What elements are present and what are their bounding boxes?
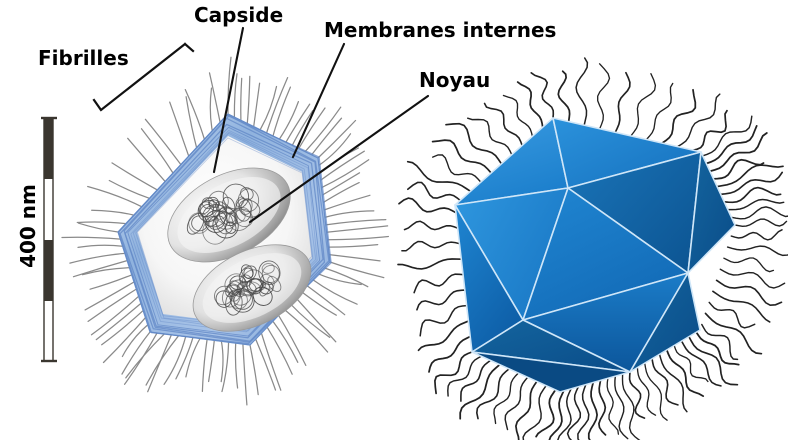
left-particle-nuclei <box>167 167 312 332</box>
left-particle-fibrils <box>61 56 390 406</box>
scale-bar <box>41 116 57 363</box>
label-fibrilles: Fibrilles <box>38 46 129 70</box>
icosahedron-body <box>454 117 736 393</box>
label-capside: Capside <box>194 3 284 27</box>
leader-lines <box>212 26 430 224</box>
label-membranes-internes: Membranes internes <box>324 18 557 42</box>
dna-thread-coils <box>186 183 282 316</box>
label-noyau: Noyau <box>419 68 491 92</box>
scale-bar-label: 400 nm <box>15 184 40 268</box>
right-particle-fibrils <box>397 57 788 440</box>
fibrilles-bracket <box>92 42 195 112</box>
